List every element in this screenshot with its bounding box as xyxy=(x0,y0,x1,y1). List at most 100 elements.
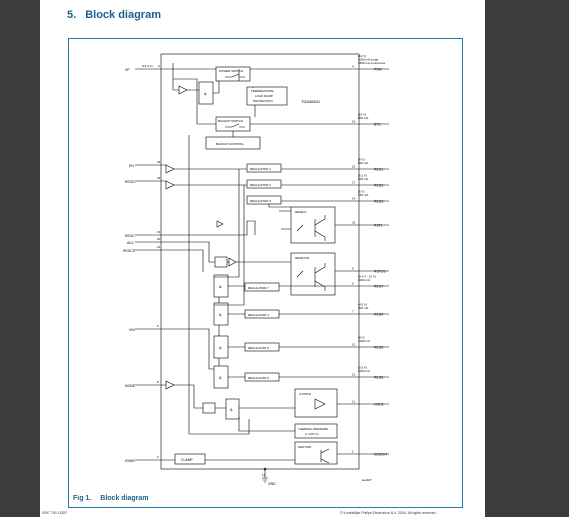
regulator-3-label: REGULATOR 3 xyxy=(250,199,271,203)
three-state-label: 3-STATE xyxy=(299,392,311,396)
ignition-block xyxy=(294,441,338,465)
output-reg4-label: REG4 xyxy=(374,313,383,317)
output-reg4-spec-1: (4.5 V) xyxy=(358,302,367,306)
regulator-5-label: REGULATOR 5 xyxy=(248,346,269,350)
output-reg5-spec-1: (8 V) xyxy=(358,335,365,339)
pin-gnd-label: GND xyxy=(268,482,276,486)
regulator-1-block xyxy=(246,163,282,173)
pin-regd-label: REGD xyxy=(125,180,135,184)
figure-label: Fig 1. xyxy=(73,495,92,502)
footer-doc-number: 9397 750 13357 xyxy=(42,511,68,515)
output-reg3-spec-1: (5 V) xyxy=(358,189,365,193)
output-reg1-label: REG1 xyxy=(374,168,383,172)
pin-gnd-num: 13 xyxy=(262,473,266,477)
viewer-scroll-area[interactable] xyxy=(485,0,569,517)
output-reg5-num: 10 xyxy=(352,343,356,347)
latch-bottom xyxy=(225,398,240,420)
backup-switch-contact xyxy=(225,123,245,128)
gnd-node xyxy=(263,467,267,471)
regulator-7-label: REGULATOR 7 xyxy=(248,286,269,290)
output-rst1-label: RST1 xyxy=(374,224,383,228)
regulator-1-label: REGULATOR 1 xyxy=(250,167,271,171)
output-reg5-spec-2: 1000 mA xyxy=(358,339,370,343)
power-switch-block xyxy=(215,66,251,82)
three-state-buffer xyxy=(314,398,326,410)
pin-en-label: EN xyxy=(129,164,134,168)
and-gate-1-label: & xyxy=(204,91,207,96)
three-state-block xyxy=(294,388,338,418)
output-reg7-num: 6 xyxy=(352,282,354,286)
figure-id-code: sec467 xyxy=(362,478,372,482)
pin-ignin-num: 2 xyxy=(157,455,159,459)
regulator-4-label: REGULATOR 4 xyxy=(248,313,269,317)
output-reg6-label: REG6 xyxy=(374,376,383,380)
output-reg6-spec-1: (3.3 V) xyxy=(358,365,367,369)
output-btc-label: BTC xyxy=(374,123,381,127)
regd-buffer xyxy=(165,180,175,190)
output-reg6-spec-2: 1000 mA xyxy=(358,369,370,373)
output-ignout-label: IGNOUT xyxy=(374,453,387,457)
block-diagram: TDA3663J POWER SWITCH TEMPERATURE LOAD D… xyxy=(123,53,389,486)
clamp-label: CLAMP xyxy=(181,458,193,462)
figure-caption: Fig 1.Block diagram xyxy=(73,495,149,502)
pin-vp-label: VP xyxy=(125,68,130,72)
ignition-transistor xyxy=(320,448,330,464)
backup-switch-label: BACKUP SWITCH xyxy=(218,119,243,123)
and-gate-bottom xyxy=(202,402,216,414)
temp-protection-label-1: TEMPERATURE xyxy=(251,89,273,93)
output-rst23-label: RST2/3 xyxy=(374,270,386,274)
thermal-prewarn-label-2: (≈ 140 °C) xyxy=(305,432,319,436)
ic-outline xyxy=(160,53,360,470)
output-rst1-num: 23 xyxy=(352,221,356,225)
temp-protection-label-2: LOAD DUMP xyxy=(255,94,273,98)
latch-6-label: & xyxy=(219,375,222,380)
regulator-3-block xyxy=(246,195,282,205)
pin-en-num: 18 xyxy=(157,160,161,164)
output-hold-label: HOLD xyxy=(374,403,384,407)
pin-regd-num: 22 xyxy=(157,176,161,180)
output-reg2-label: REG2 xyxy=(374,184,383,188)
mode-buffer xyxy=(165,380,175,390)
reset23-transistor xyxy=(314,263,326,291)
output-reg2-spec-1: (5.3 V) xyxy=(358,173,367,177)
output-rst23-num: 9 xyxy=(352,267,354,271)
output-reg2-num: 17 xyxy=(352,181,356,185)
output-reg1-num: 15 xyxy=(352,165,356,169)
footer-copyright: © Koninklijke Philips Electronics N.V. 2… xyxy=(340,511,437,515)
pin-regcs-num: 21 xyxy=(157,245,161,249)
reset23-input-arrow xyxy=(296,270,304,278)
output-psw-spec-2: 1000 mA surge xyxy=(358,57,379,61)
output-reg4-spec-2: 300 mA xyxy=(358,306,368,310)
pin-vin-label: VIN xyxy=(129,328,135,332)
figure-frame: TDA3663J POWER SWITCH TEMPERATURE LOAD D… xyxy=(68,38,463,508)
pin-vp-num: 3 xyxy=(158,64,160,68)
output-btc-spec-2: 800 mA xyxy=(358,116,368,120)
temp-protection-label-3: PROTECTION xyxy=(253,99,273,103)
output-reg7-label: REG7 xyxy=(374,285,383,289)
regulator-2-label: REGULATOR 2 xyxy=(250,183,271,187)
section-heading: 5.Block diagram xyxy=(67,9,161,21)
and-gate-adj xyxy=(214,256,228,268)
output-reg5-label: REG5 xyxy=(374,346,383,350)
reset1-transistor xyxy=(314,215,326,241)
output-reg3-label: REG3 xyxy=(374,200,383,204)
regulator-7-block xyxy=(244,282,280,292)
output-reg3-num: 14 xyxy=(352,197,356,201)
temp-protection-block xyxy=(246,86,288,106)
output-reg1-spec-1: (8 V) xyxy=(358,157,365,161)
vp-comparator xyxy=(178,85,188,95)
pin-adj-num: 20 xyxy=(157,237,161,241)
pin-mode-label: MODE xyxy=(125,384,136,388)
clamp-block xyxy=(174,453,206,465)
pin-regcs-label: REGCS xyxy=(123,249,136,253)
pin-mode-num: 8 xyxy=(157,380,159,384)
regulator-2-block xyxy=(246,179,282,189)
reset23-label: RESET2/3 xyxy=(295,256,310,260)
ic-name: TDA3663J xyxy=(301,99,320,104)
pin-regc-label: REGC xyxy=(125,234,135,238)
output-btc-spec-1: (14 V) xyxy=(358,112,366,116)
ignition-label: IGNITION xyxy=(298,445,311,449)
latch-5-label: & xyxy=(219,345,222,350)
thermal-prewarn-label-1: THERMAL PREWARN xyxy=(298,427,328,431)
